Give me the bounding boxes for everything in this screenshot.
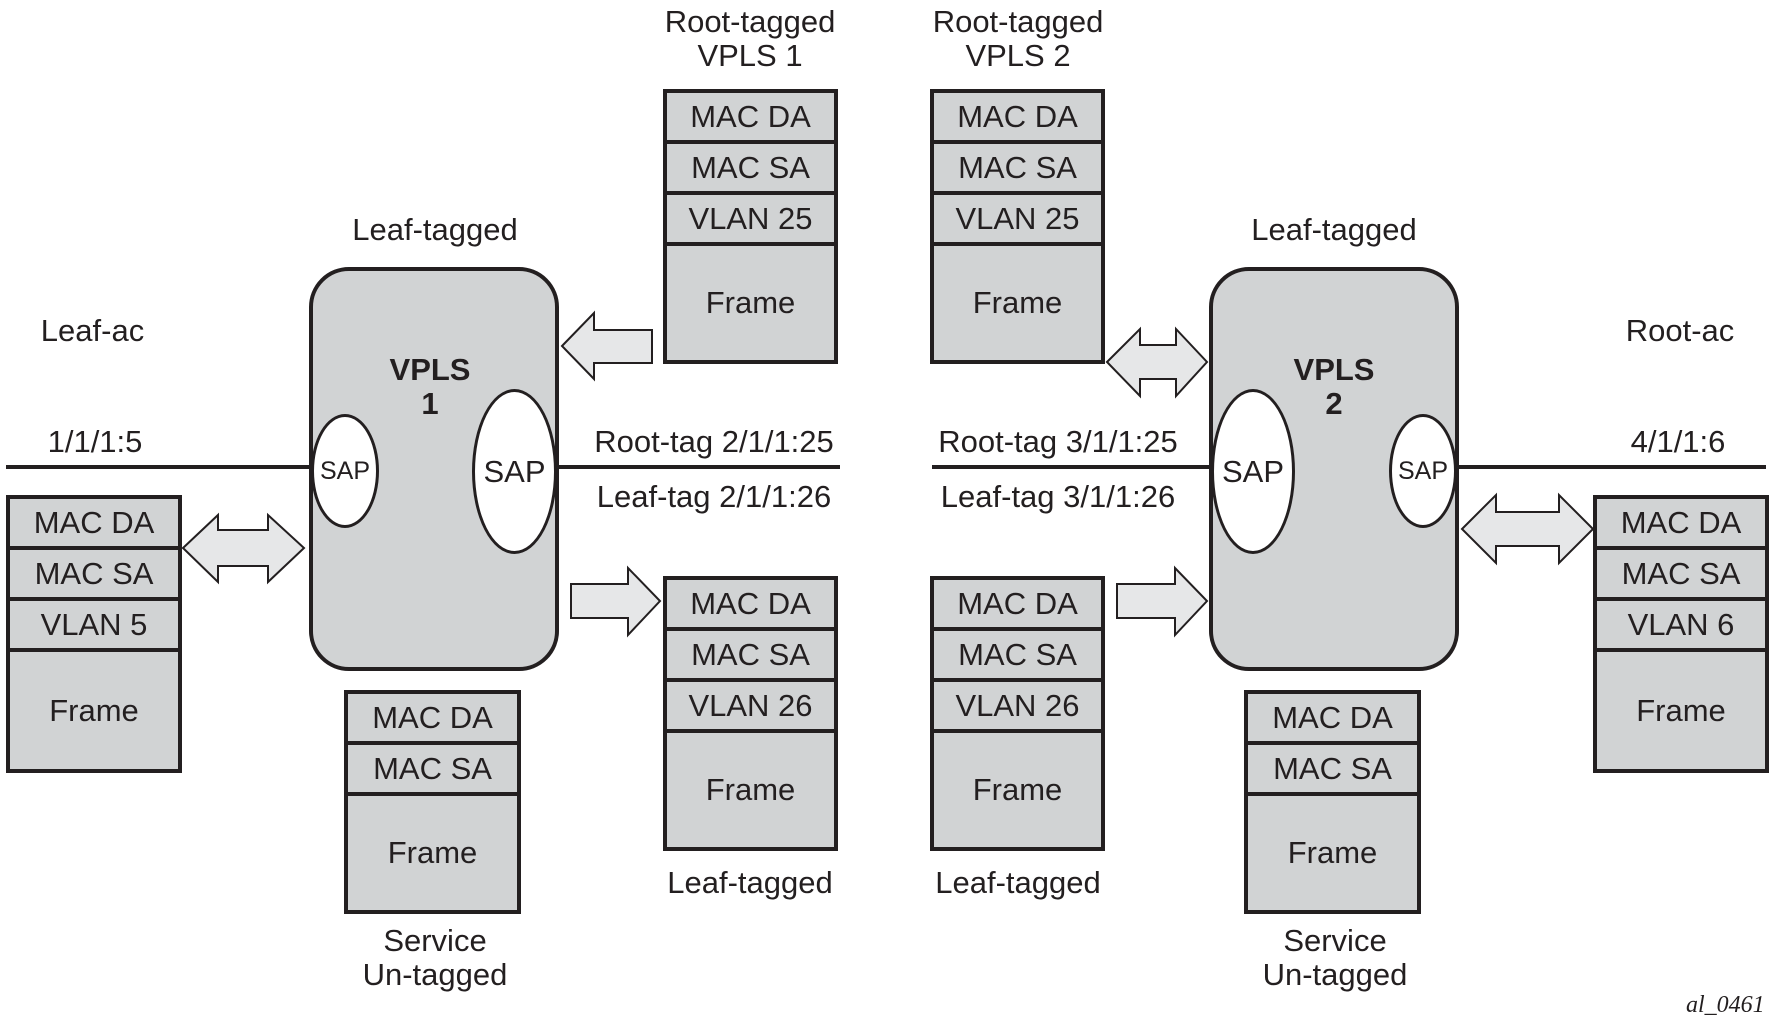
field-mac-da: MAC DA bbox=[1597, 499, 1765, 550]
field-mac-da: MAC DA bbox=[1248, 694, 1417, 745]
field-frame: Frame bbox=[387, 835, 478, 870]
label-line: Un-tagged bbox=[1262, 957, 1408, 992]
vpls1-title-line2: 1 bbox=[421, 386, 439, 421]
vpls1-sap-right[interactable]: SAP bbox=[472, 389, 557, 554]
packet-vpls1-leaf-tagged: MAC DA MAC SA VLAN 26 Frame bbox=[663, 576, 838, 851]
vpls2-title-line2: 2 bbox=[1325, 386, 1343, 421]
packet-vpls1-root-tagged: MAC DA MAC SA VLAN 25 Frame bbox=[663, 89, 838, 364]
port-root-tag-2-1-1-25: Root-tag 2/1/1:25 bbox=[594, 424, 834, 459]
field-frame: Frame bbox=[1287, 835, 1378, 870]
vpls2-bottom-label: Service Un-tagged bbox=[1250, 924, 1420, 992]
field-vlan: VLAN 5 bbox=[10, 601, 178, 652]
field-mac-sa: MAC SA bbox=[934, 631, 1101, 682]
port-1-1-1-5: 1/1/1:5 bbox=[47, 424, 143, 459]
vpls1-bottom-label: Service Un-tagged bbox=[350, 924, 520, 992]
label-line: Service bbox=[383, 923, 487, 958]
port-leaf-tag-2-1-1-26: Leaf-tag 2/1/1:26 bbox=[596, 479, 832, 514]
field-frame: Frame bbox=[705, 772, 796, 807]
field-mac-sa: MAC SA bbox=[934, 144, 1101, 195]
root-tagged-vpls1-label: Root-tagged VPLS 1 bbox=[650, 5, 850, 73]
field-mac-da: MAC DA bbox=[667, 580, 834, 631]
double-arrow-icon bbox=[1105, 326, 1209, 399]
field-mac-sa: MAC SA bbox=[348, 745, 517, 796]
vpls1-title-line1: VPLS bbox=[389, 352, 471, 387]
field-mac-sa: MAC SA bbox=[10, 550, 178, 601]
port-4-1-1-6: 4/1/1:6 bbox=[1630, 424, 1726, 459]
figure-id: al_0461 bbox=[1686, 992, 1765, 1018]
field-frame: Frame bbox=[972, 285, 1063, 320]
vpls1-title: VPLS 1 bbox=[380, 353, 480, 421]
field-mac-da: MAC DA bbox=[934, 93, 1101, 144]
root-tagged-vpls2-label: Root-tagged VPLS 2 bbox=[918, 5, 1118, 73]
vpls2-top-label: Leaf-tagged bbox=[1251, 212, 1417, 247]
label-line: VPLS 1 bbox=[697, 38, 803, 73]
field-vlan: VLAN 25 bbox=[934, 195, 1101, 246]
label-line: Un-tagged bbox=[362, 957, 508, 992]
field-mac-da: MAC DA bbox=[348, 694, 517, 745]
field-mac-sa: MAC SA bbox=[667, 144, 834, 195]
vpls2-sap-right[interactable]: SAP bbox=[1389, 414, 1457, 528]
field-mac-da: MAC DA bbox=[10, 499, 178, 550]
vpls1-top-label: Leaf-tagged bbox=[352, 212, 518, 247]
label-line: Service bbox=[1283, 923, 1387, 958]
arrow-left-icon bbox=[560, 310, 653, 382]
sap-label: SAP bbox=[483, 453, 546, 489]
packet-root-ac: MAC DA MAC SA VLAN 6 Frame bbox=[1593, 495, 1769, 773]
field-vlan: VLAN 25 bbox=[667, 195, 834, 246]
arrow-right-icon bbox=[570, 565, 662, 638]
field-mac-da: MAC DA bbox=[667, 93, 834, 144]
field-vlan: VLAN 26 bbox=[667, 682, 834, 733]
field-mac-da: MAC DA bbox=[934, 580, 1101, 631]
root-ac-label: Root-ac bbox=[1625, 313, 1735, 348]
field-vlan: VLAN 6 bbox=[1597, 601, 1765, 652]
sap-label: SAP bbox=[319, 456, 371, 485]
label-line: Root-tagged bbox=[932, 4, 1104, 39]
field-mac-sa: MAC SA bbox=[667, 631, 834, 682]
field-vlan: VLAN 26 bbox=[934, 682, 1101, 733]
packet-vpls2-leaf-tagged: MAC DA MAC SA VLAN 26 Frame bbox=[930, 576, 1105, 851]
arrow-right-icon bbox=[1116, 565, 1209, 638]
vpls2-sap-left[interactable]: SAP bbox=[1211, 389, 1295, 554]
label-line: Root-tagged bbox=[664, 4, 836, 39]
port-leaf-tag-3-1-1-26: Leaf-tag 3/1/1:26 bbox=[940, 479, 1176, 514]
double-arrow-icon bbox=[181, 512, 306, 585]
vpls2-title-line1: VPLS bbox=[1293, 352, 1375, 387]
packet-vpls1-untagged: MAC DA MAC SA Frame bbox=[344, 690, 521, 914]
packet-vpls2-root-tagged: MAC DA MAC SA VLAN 25 Frame bbox=[930, 89, 1105, 364]
leaf-tagged-vpls2-label: Leaf-tagged bbox=[935, 865, 1101, 900]
leaf-tagged-vpls1-label: Leaf-tagged bbox=[667, 865, 833, 900]
field-mac-sa: MAC SA bbox=[1597, 550, 1765, 601]
field-frame: Frame bbox=[705, 285, 796, 320]
vpls1-sap-left[interactable]: SAP bbox=[311, 414, 379, 528]
field-frame: Frame bbox=[49, 692, 139, 728]
field-frame: Frame bbox=[972, 772, 1063, 807]
sap-label: SAP bbox=[1397, 456, 1449, 485]
field-mac-sa: MAC SA bbox=[1248, 745, 1417, 796]
double-arrow-icon bbox=[1460, 492, 1595, 566]
label-line: VPLS 2 bbox=[965, 38, 1071, 73]
packet-leaf-ac: MAC DA MAC SA VLAN 5 Frame bbox=[6, 495, 182, 773]
field-frame: Frame bbox=[1636, 692, 1726, 728]
vpls2-title: VPLS 2 bbox=[1284, 353, 1384, 421]
port-root-tag-3-1-1-25: Root-tag 3/1/1:25 bbox=[938, 424, 1178, 459]
leaf-ac-label: Leaf-ac bbox=[40, 313, 145, 348]
sap-label: SAP bbox=[1221, 453, 1285, 489]
packet-vpls2-untagged: MAC DA MAC SA Frame bbox=[1244, 690, 1421, 914]
